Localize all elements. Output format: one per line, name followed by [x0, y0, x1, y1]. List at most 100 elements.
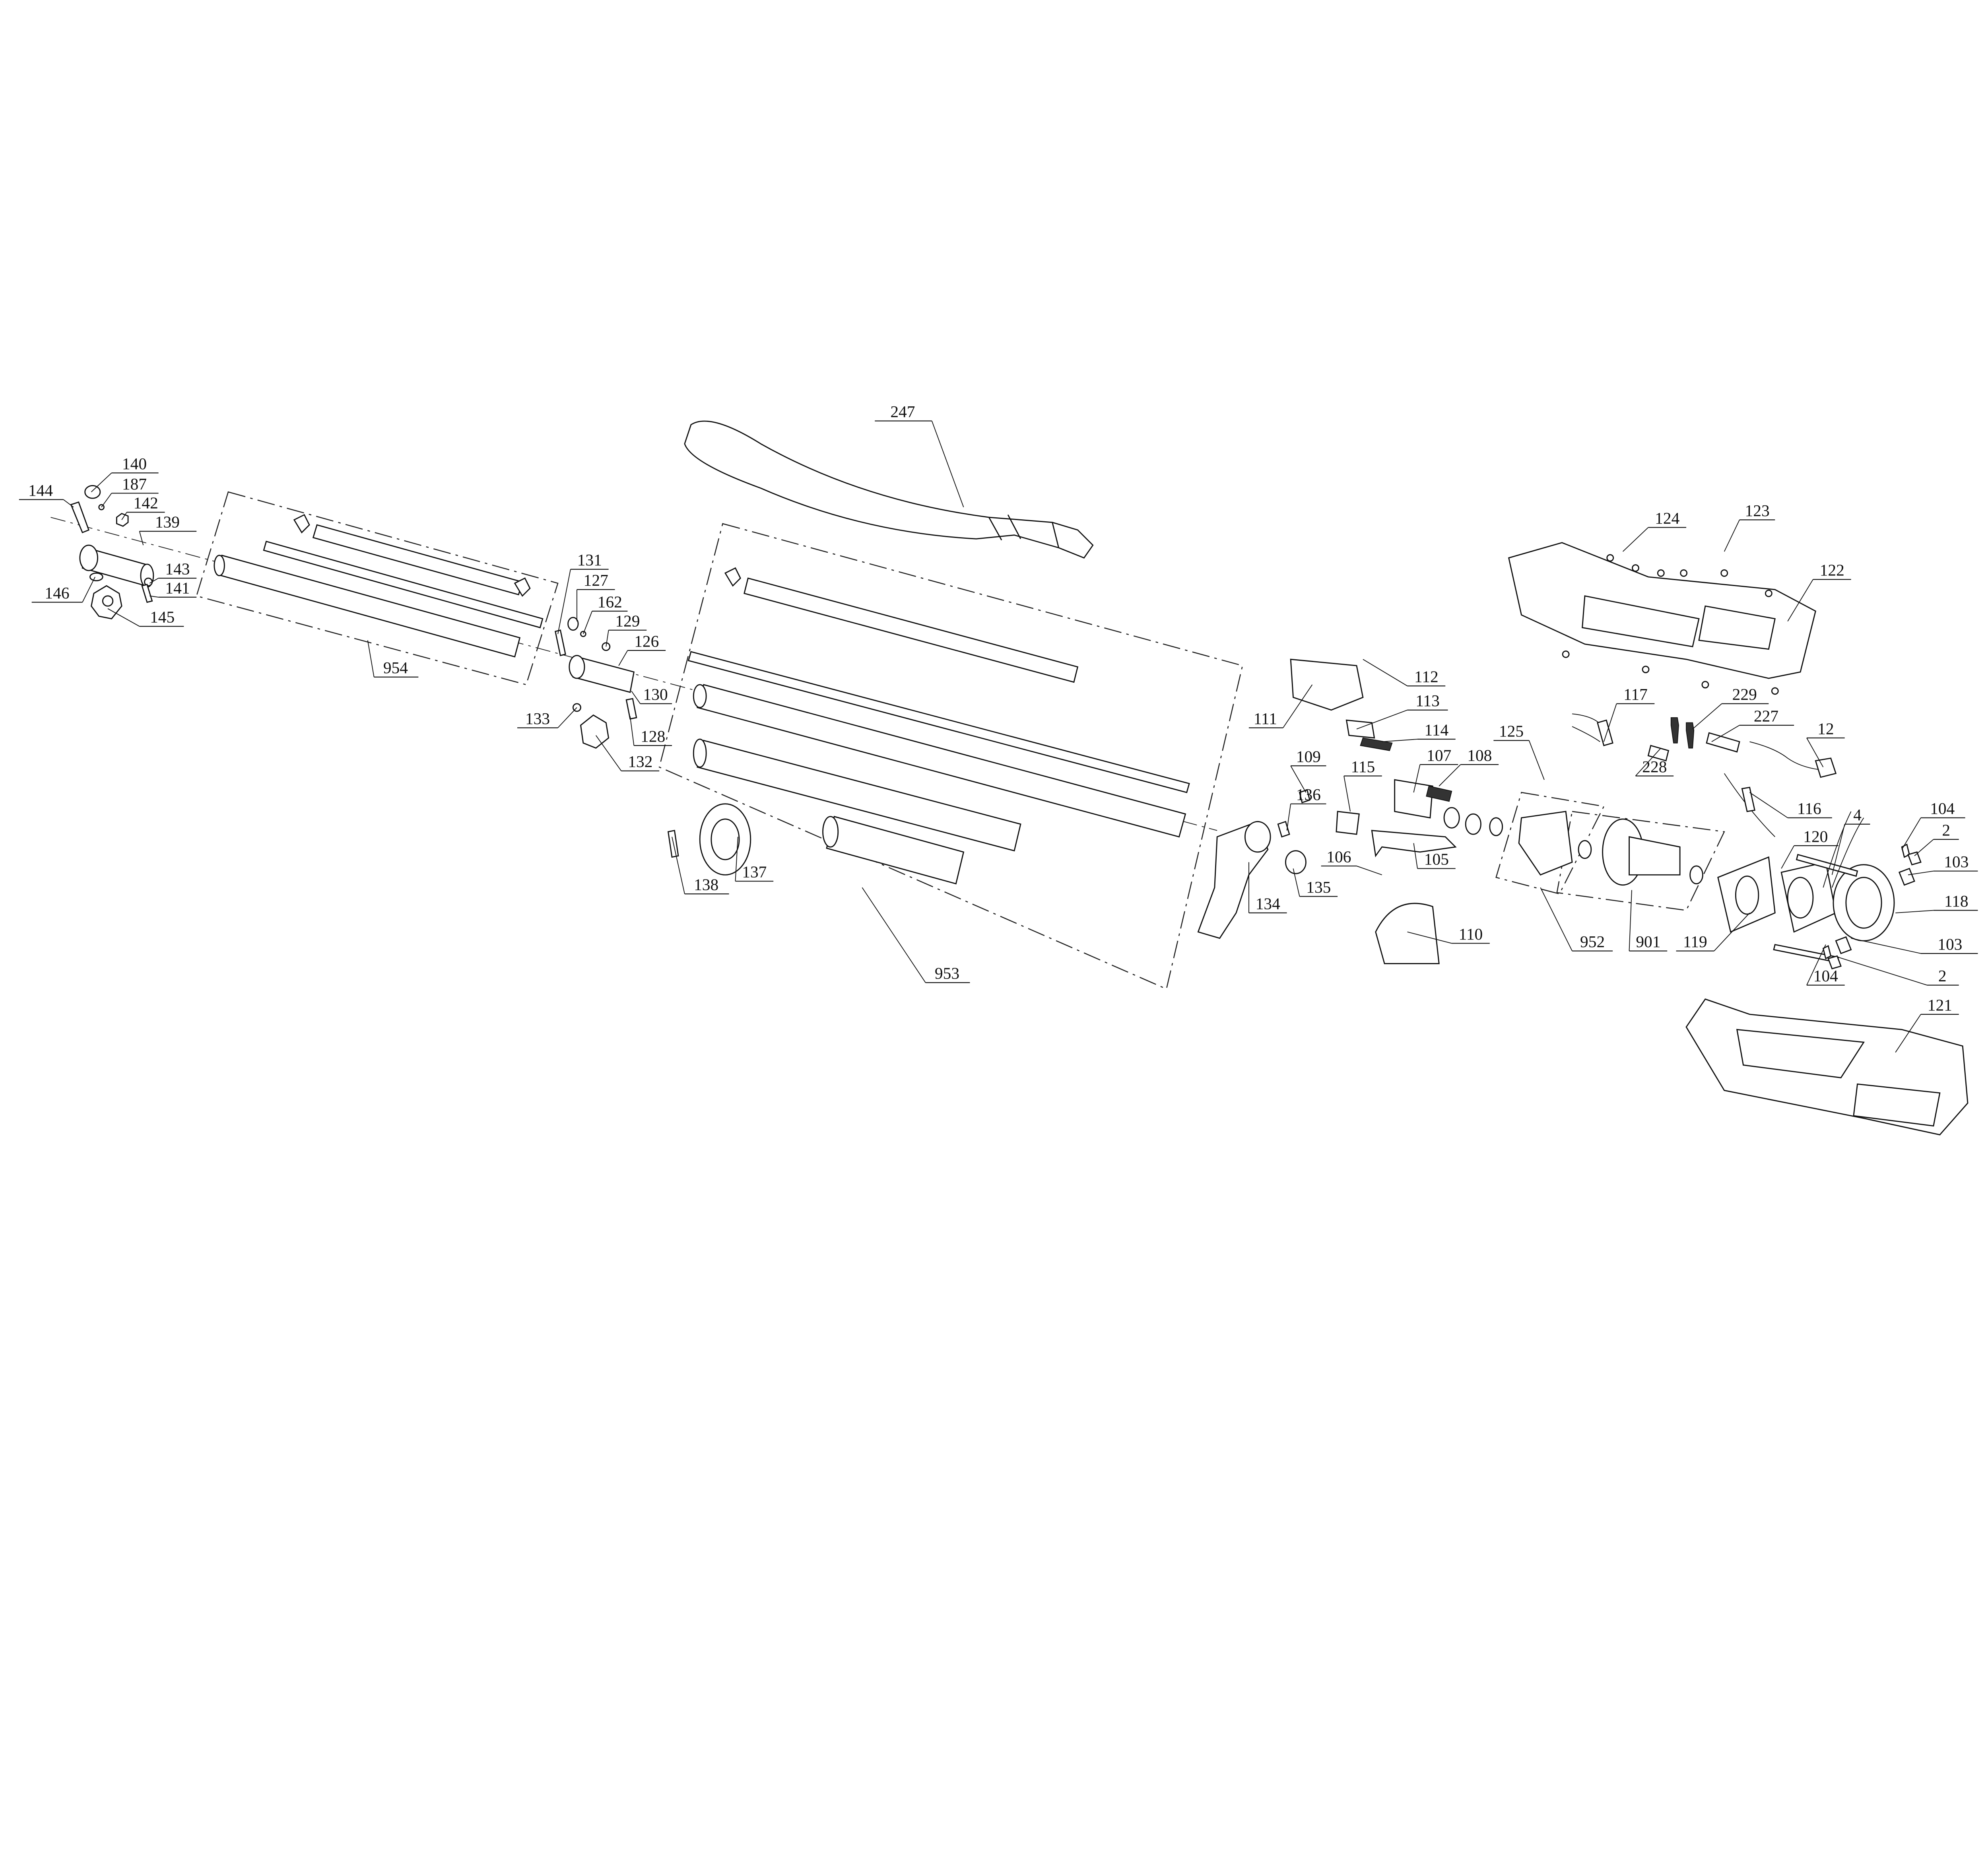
part-number-label: 125	[1499, 722, 1524, 740]
part-number-label: 247	[890, 402, 915, 421]
leader-line	[595, 735, 622, 771]
leader-line	[139, 531, 144, 546]
leader-line	[91, 472, 112, 492]
group-953-outline	[658, 523, 1243, 990]
leader-line	[1895, 910, 1934, 913]
leader-line	[629, 716, 635, 746]
front-clamp-assembly	[70, 485, 154, 619]
group-954-outline	[196, 491, 559, 685]
part-number-label: 140	[122, 454, 147, 473]
part-callout-119: 119	[1676, 913, 1750, 952]
leader-line	[121, 512, 127, 520]
part-number-label: 114	[1425, 720, 1449, 739]
leader-line	[1831, 824, 1845, 875]
part-callout-135: 135	[1293, 868, 1338, 897]
leader-line	[1622, 527, 1649, 552]
part-callout-111: 111	[1248, 684, 1313, 728]
leader-line	[1629, 890, 1632, 951]
part-callout-106: 106	[1321, 847, 1382, 876]
part-number-label: 103	[1944, 852, 1969, 871]
leader-line	[82, 577, 96, 603]
part-number-label: 104	[1930, 799, 1955, 818]
part-number-label: 116	[1797, 799, 1821, 818]
part-callout-104: 104	[1901, 799, 1965, 850]
part-number-label: 103	[1938, 935, 1962, 953]
part-callout-2: 2	[1914, 821, 1959, 856]
part-number-label: 138	[694, 876, 718, 894]
part-number-label: 4	[1853, 806, 1862, 824]
leader-line	[1528, 740, 1545, 780]
part-callout-247: 247	[875, 402, 964, 507]
leader-line	[1781, 845, 1794, 869]
part-callout-114: 114	[1382, 720, 1456, 742]
part-number-label: 187	[122, 475, 147, 493]
part-callout-162: 162	[582, 592, 628, 634]
part-number-label: 952	[1580, 932, 1605, 951]
leader-line	[1540, 887, 1573, 952]
part-callout-901: 901	[1629, 890, 1668, 952]
exploded-view-canvas: 2471401441871421391431411461459541311271…	[19, 402, 1978, 1136]
part-number-label: 118	[1944, 892, 1969, 910]
part-callout-104: 104	[1806, 944, 1845, 986]
part-callout-109: 109	[1290, 747, 1326, 793]
part-callout-125: 125	[1493, 722, 1545, 780]
part-callout-952: 952	[1540, 887, 1613, 952]
part-number-label: 119	[1683, 932, 1707, 951]
leader-line	[1806, 738, 1824, 767]
part-number-label: 2	[1938, 967, 1947, 985]
leader-line	[1806, 944, 1826, 986]
part-callout-118: 118	[1895, 892, 1978, 913]
part-number-label: 109	[1296, 747, 1321, 765]
leader-line	[101, 493, 112, 508]
part-number-label: 106	[1326, 847, 1351, 866]
part-callout-953: 953	[862, 887, 970, 983]
part-callout-12: 12	[1806, 719, 1845, 767]
leader-line	[1363, 659, 1408, 686]
part-callout-2: 2	[1838, 957, 1959, 986]
part-number-label: 105	[1424, 850, 1449, 868]
leader-line	[1407, 931, 1452, 944]
housing-half-right	[1508, 542, 1816, 695]
part-number-label: 901	[1636, 932, 1660, 951]
leader-line	[1382, 739, 1418, 742]
part-number-label: 144	[28, 481, 53, 499]
part-number-label: 132	[628, 752, 652, 771]
leader-line	[1293, 868, 1300, 897]
part-callout-124: 124	[1622, 509, 1687, 552]
part-callout-132: 132	[595, 735, 660, 771]
part-callout-103: 103	[1908, 852, 1978, 876]
part-callout-120: 120	[1781, 827, 1839, 869]
part-number-label: 126	[634, 632, 659, 650]
leader-line	[1413, 843, 1418, 869]
part-callout-137: 137	[735, 837, 774, 882]
part-number-label: 129	[615, 612, 640, 630]
part-number-label: 121	[1928, 996, 1952, 1014]
leader-line	[631, 691, 641, 704]
part-callout-105: 105	[1413, 843, 1456, 869]
part-callout-116: 116	[1749, 792, 1832, 818]
part-number-label: 146	[45, 584, 69, 602]
leader-line	[1290, 765, 1307, 793]
leader-line	[557, 569, 571, 634]
part-number-label: 117	[1623, 685, 1648, 703]
leader-line	[931, 421, 964, 507]
leader-line	[1356, 866, 1382, 876]
leader-line	[1343, 776, 1351, 812]
part-callout-227: 227	[1711, 707, 1794, 742]
part-callout-128: 128	[629, 716, 672, 746]
leader-line	[1838, 957, 1928, 986]
leader-line	[1603, 703, 1617, 742]
leader-line	[1787, 579, 1813, 621]
part-callout-143: 143	[149, 560, 197, 584]
lower-tube-assembly	[687, 567, 1190, 885]
part-callout-107: 107	[1413, 746, 1458, 793]
part-number-label: 108	[1467, 746, 1492, 764]
leader-line	[149, 578, 159, 584]
leader-line	[618, 650, 628, 666]
part-callout-144: 144	[19, 481, 74, 508]
part-callout-115: 115	[1343, 757, 1382, 812]
part-number-label: 104	[1813, 967, 1838, 985]
leader-line	[149, 595, 159, 598]
leader-line	[582, 611, 593, 634]
leader-line	[557, 707, 577, 728]
